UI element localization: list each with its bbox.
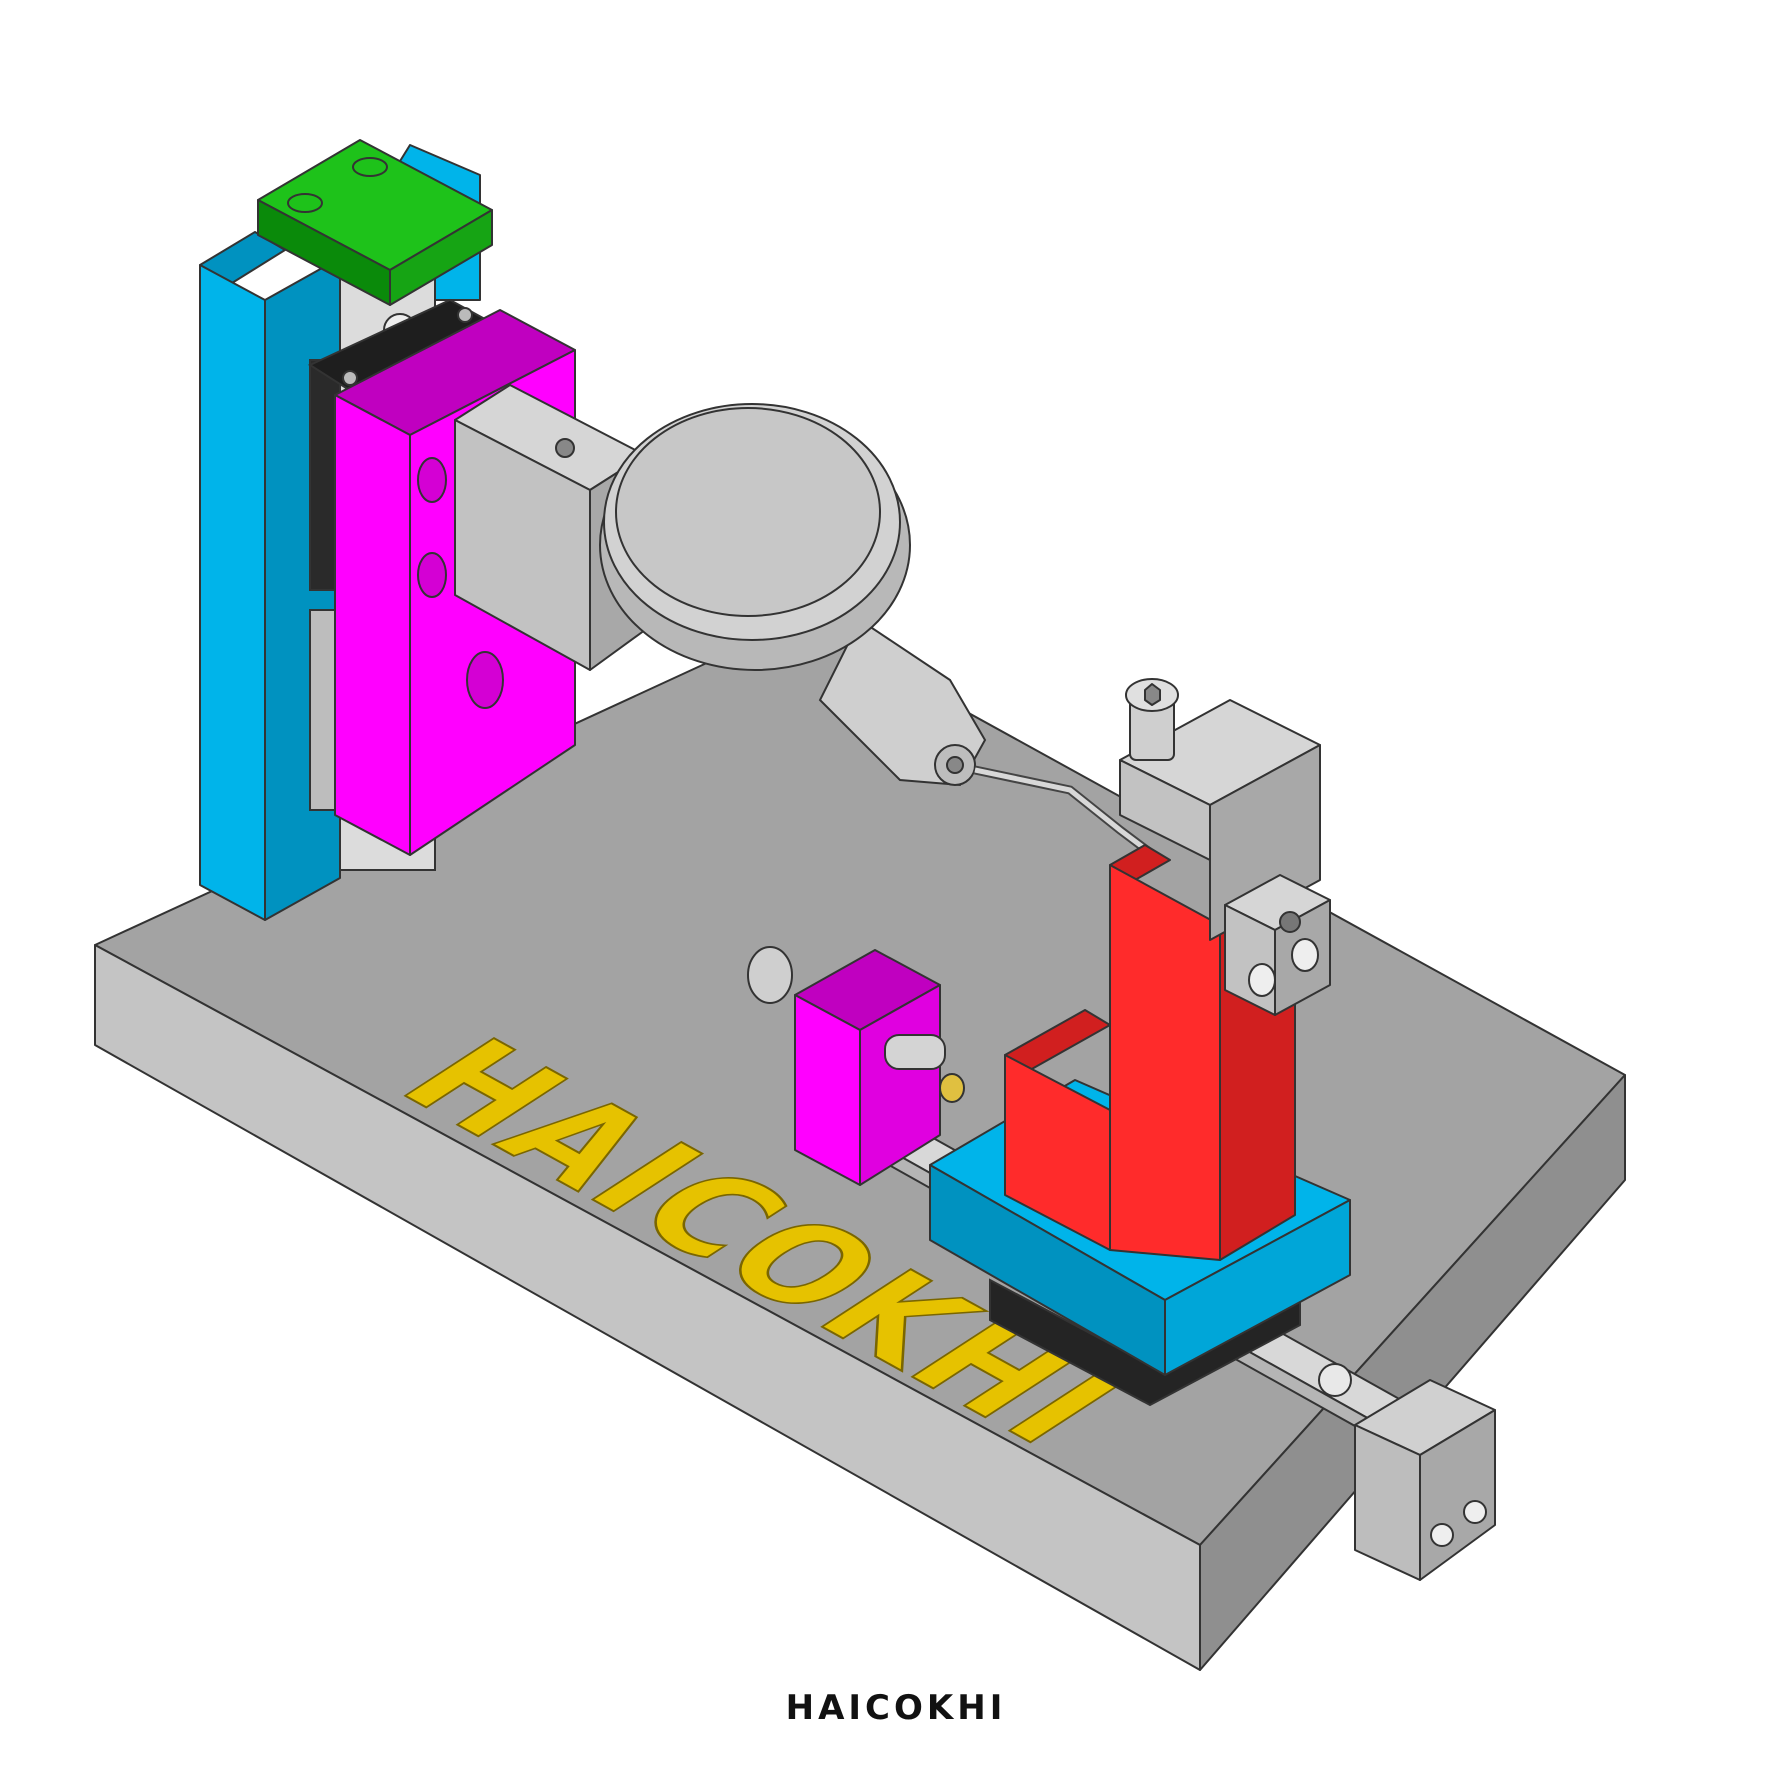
top-cap-side (389, 209, 493, 306)
carriage-front (334, 394, 411, 856)
dial-indicator (599, 403, 1163, 864)
column-front (199, 264, 266, 921)
brass-tip (939, 1073, 965, 1103)
slide-plate-side (1164, 1199, 1351, 1376)
end-stop-block (1354, 1379, 1496, 1581)
dial-face (615, 407, 881, 617)
top-cap (257, 139, 493, 306)
probe-clamp (1119, 678, 1331, 1016)
base-plate-side (1199, 1074, 1626, 1671)
small-stop-block (747, 946, 965, 1186)
brand-caption: HAICOKHI (785, 1688, 1007, 1728)
